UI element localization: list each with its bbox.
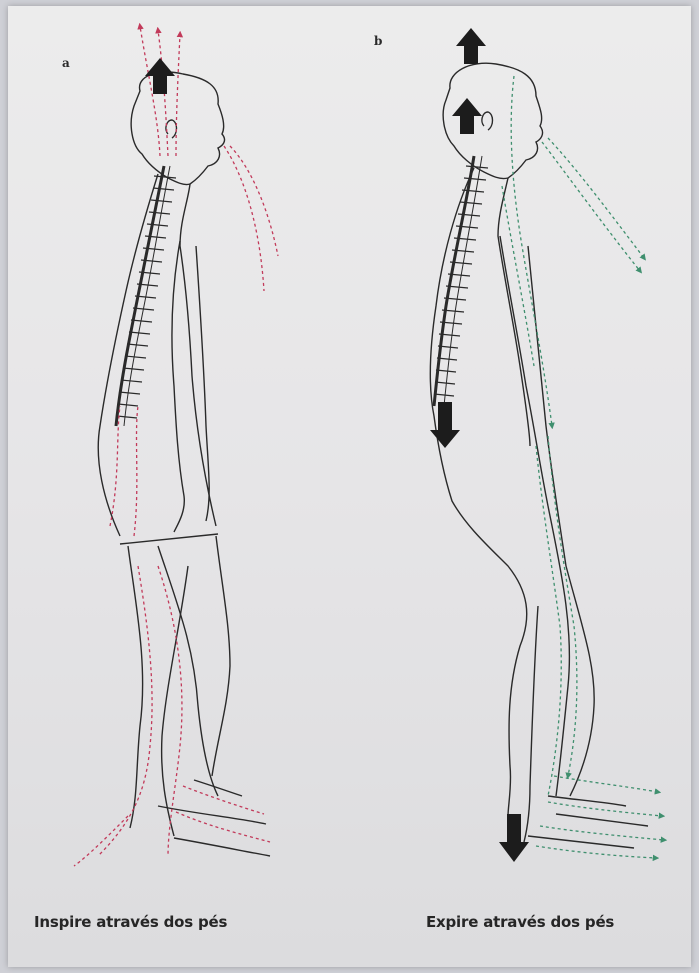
figure-exhale bbox=[430, 63, 648, 848]
down-arrow-icon bbox=[430, 402, 460, 448]
up-arrow-icon bbox=[456, 28, 486, 64]
figure-inhale bbox=[98, 72, 270, 856]
breathing-illustration bbox=[8, 6, 691, 967]
panel-marker-b: b bbox=[374, 34, 382, 48]
panel-marker-a: a bbox=[62, 56, 70, 70]
caption-exhale: Expire através dos pés bbox=[426, 913, 614, 931]
exhale-flow-lines bbox=[502, 76, 664, 858]
up-arrow-icon bbox=[145, 58, 175, 94]
inhale-flow-lines bbox=[74, 26, 278, 866]
caption-inhale: Inspire através dos pés bbox=[34, 913, 227, 931]
book-page: a b Inspire através dos pés Expire atrav… bbox=[8, 6, 691, 967]
up-arrow-icon bbox=[452, 98, 482, 134]
